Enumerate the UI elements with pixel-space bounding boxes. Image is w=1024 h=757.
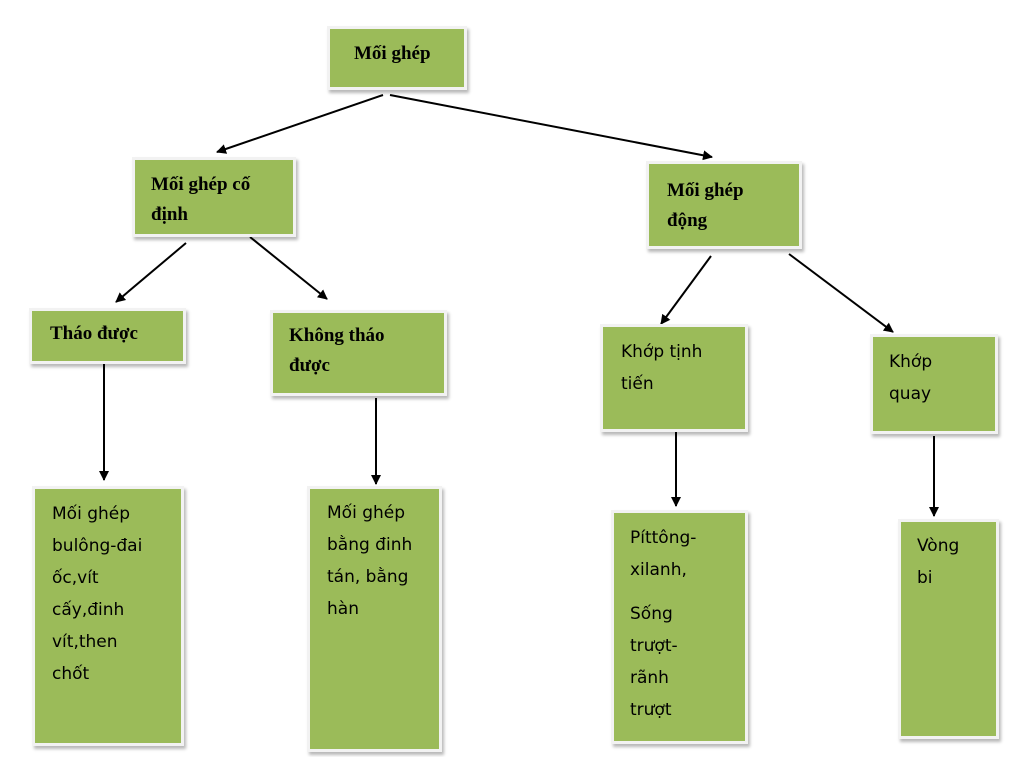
- node-revolute-examples-label: Vòng bi: [917, 536, 960, 588]
- node-revolute-joint-label: Khớp quay: [889, 352, 933, 404]
- node-prismatic-examples-label-1: Píttông- xilanh,: [630, 528, 697, 580]
- node-removable-label: Tháo được: [50, 323, 138, 344]
- node-root-label: Mối ghép: [354, 43, 431, 64]
- node-non-removable: Không tháo được: [270, 310, 447, 396]
- node-fixed: Mối ghép cố định: [132, 157, 296, 237]
- node-prismatic-joint: Khớp tịnh tiến: [600, 324, 748, 432]
- node-non-removable-examples: Mối ghép bằng đinh tán, bằng hàn: [307, 486, 442, 752]
- arrow-moving-to-prismatic: [660, 255, 712, 325]
- node-moving: Mối ghép động: [646, 161, 802, 249]
- node-revolute-examples: Vòng bi: [898, 519, 999, 739]
- node-prismatic-joint-label: Khớp tịnh tiến: [621, 342, 703, 394]
- arrow-moving-to-revolute: [788, 253, 894, 333]
- node-prismatic-examples: Píttông- xilanh, Sống trượt- rãnh trượt: [611, 510, 748, 744]
- node-non-removable-label: Không tháo được: [289, 325, 385, 376]
- node-fixed-label: Mối ghép cố định: [151, 174, 251, 225]
- node-root: Mối ghép: [327, 26, 467, 90]
- node-prismatic-examples-label-2: Sống trượt- rãnh trượt: [630, 604, 678, 720]
- node-removable: Tháo được: [29, 308, 186, 364]
- node-moving-label: Mối ghép động: [667, 180, 744, 231]
- arrow-fixed-to-removable: [115, 242, 187, 303]
- arrow-root-to-moving: [389, 94, 713, 161]
- arrow-fixed-to-non-removable: [249, 236, 328, 300]
- node-removable-examples: Mối ghép bulông-đai ốc,vít cấy,đinh vít,…: [32, 486, 184, 746]
- arrow-root-to-fixed: [216, 94, 384, 154]
- node-revolute-joint: Khớp quay: [870, 334, 998, 434]
- node-non-removable-examples-label: Mối ghép bằng đinh tán, bằng hàn: [327, 503, 413, 619]
- node-removable-examples-label: Mối ghép bulông-đai ốc,vít cấy,đinh vít,…: [52, 504, 143, 684]
